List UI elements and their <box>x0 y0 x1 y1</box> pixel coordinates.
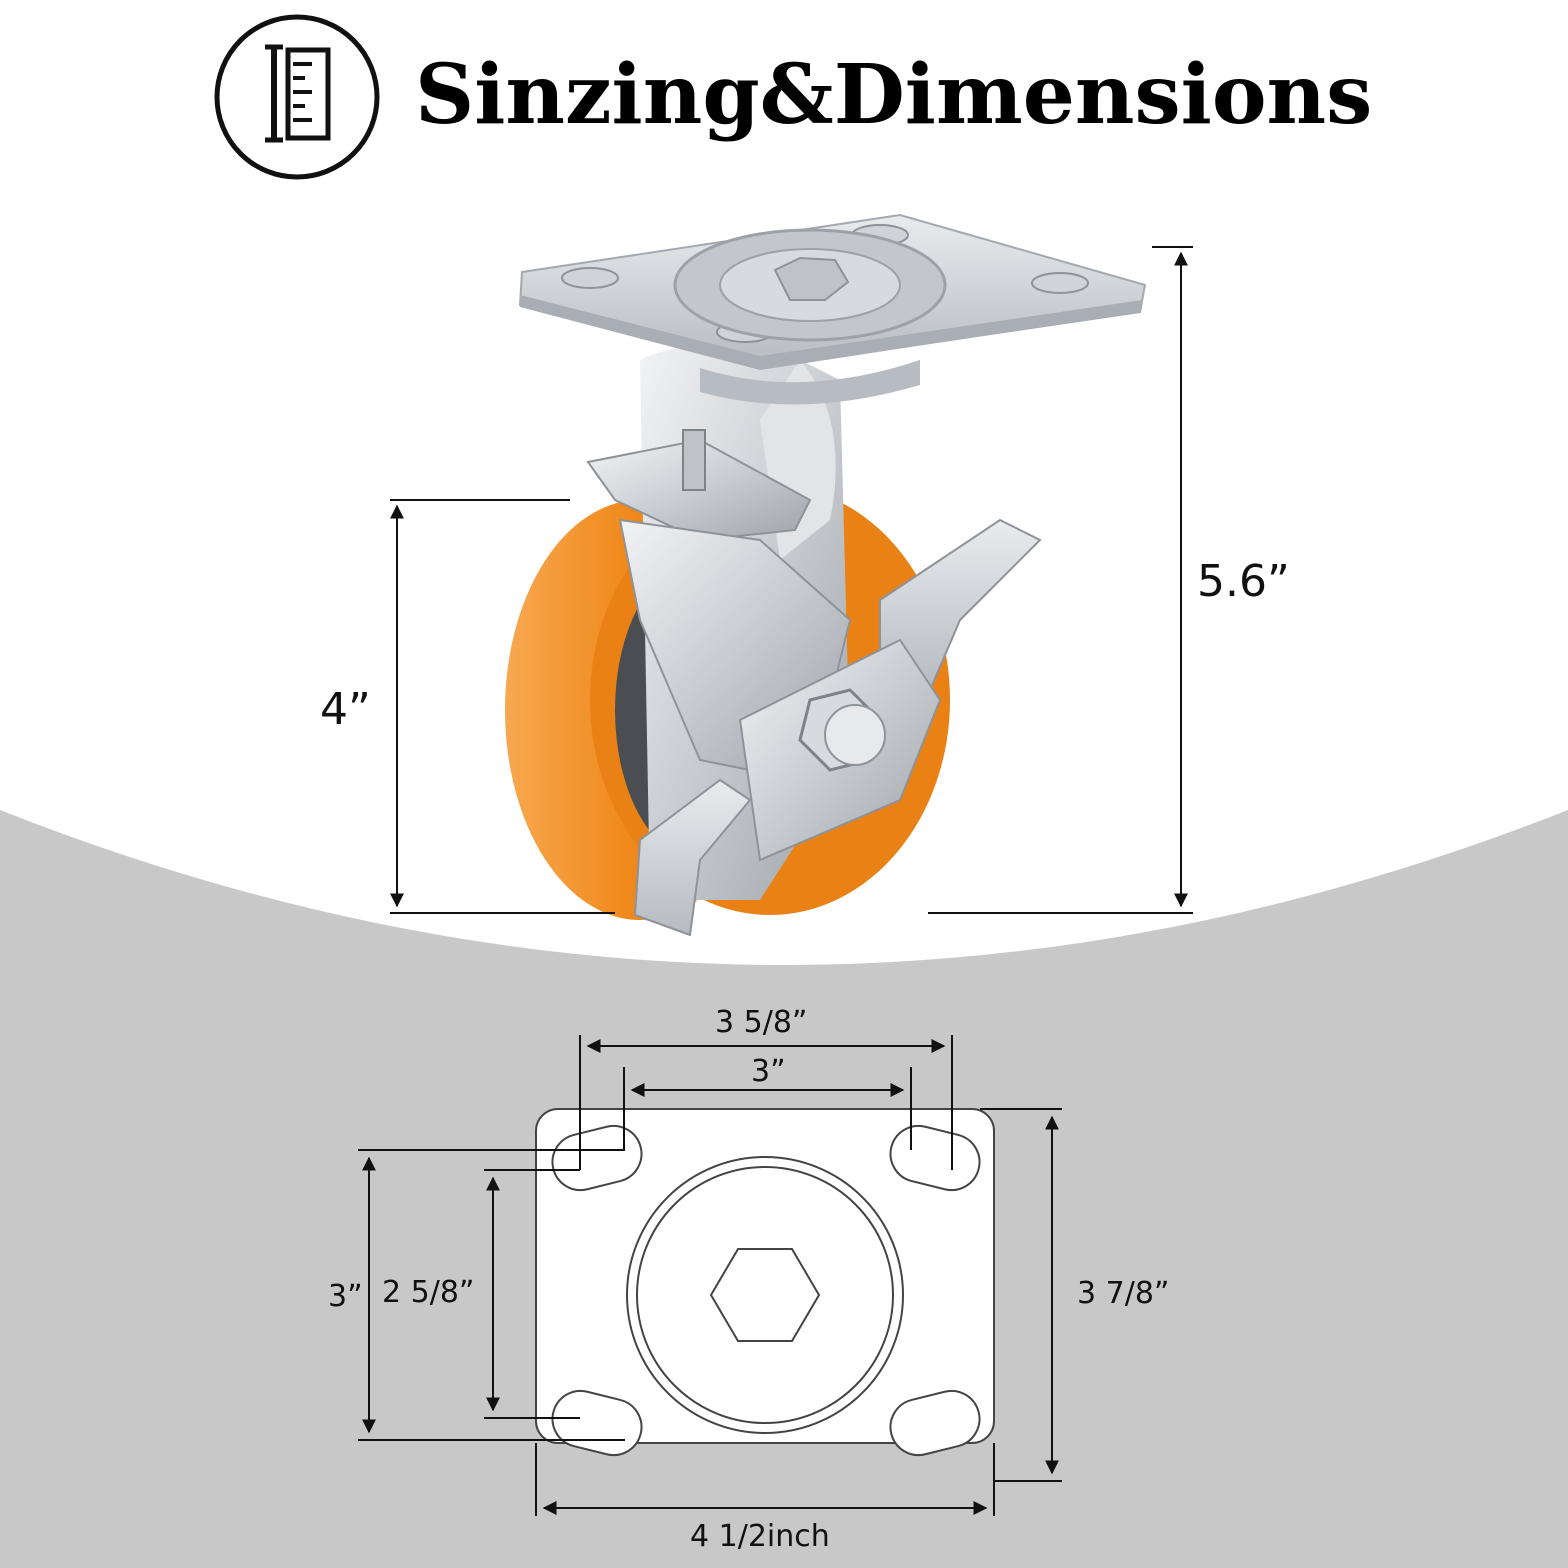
caster-wheel-icon <box>505 213 1147 937</box>
left-outer-height-label: 3” <box>328 1279 363 1314</box>
caster-dimension-lines <box>390 246 1193 914</box>
bolt-spacing-narrow-label: 3” <box>751 1054 786 1089</box>
wheel-height-label: 4” <box>320 684 371 735</box>
plate-width-label: 4 1/2inch <box>690 1519 830 1554</box>
total-height-label: 5.6” <box>1197 556 1290 607</box>
mounting-plate-icon <box>535 1108 995 1457</box>
plate-height-label: 3 7/8” <box>1077 1276 1170 1311</box>
left-inner-height-label: 2 5/8” <box>382 1275 475 1310</box>
plate-dimension-lines <box>358 1035 1062 1516</box>
page-title: Sinzing&Dimensions <box>415 47 1373 143</box>
ruler-icon <box>214 14 380 180</box>
bolt-spacing-wide-label: 3 5/8” <box>715 1005 808 1040</box>
